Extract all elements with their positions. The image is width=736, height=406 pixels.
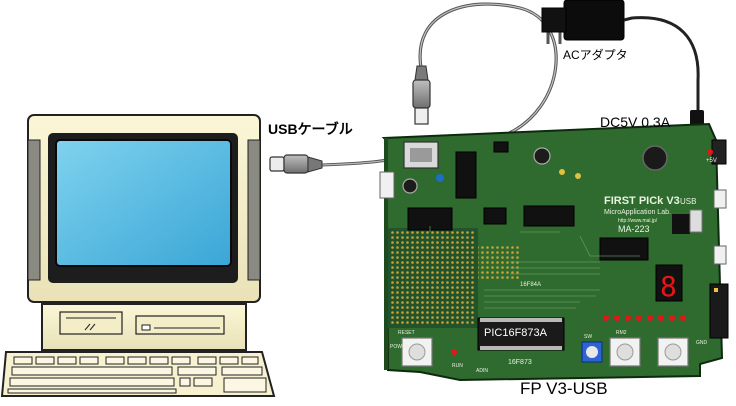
cd-drive bbox=[135, 315, 225, 335]
silk-model: MA-223 bbox=[618, 224, 650, 234]
silk-reset: RESET bbox=[398, 330, 415, 336]
silk-chip-small: 16F873 bbox=[508, 359, 532, 366]
proto-area bbox=[390, 230, 476, 326]
dip-ic-2 bbox=[523, 205, 575, 227]
silk-run: RUN bbox=[452, 363, 463, 369]
usb-cable bbox=[269, 2, 558, 174]
silk-title: FIRST PICk V3 bbox=[604, 195, 680, 207]
computer bbox=[0, 114, 276, 397]
dip-ic-3 bbox=[599, 237, 649, 261]
silk-company: MicroApplication Lab. bbox=[604, 209, 671, 216]
board-name-label: FP V3-USB bbox=[520, 379, 608, 398]
ac-adapter bbox=[541, 0, 704, 132]
usb-plug-a bbox=[269, 154, 323, 174]
usb-ic bbox=[455, 151, 477, 199]
silk-sw: SW bbox=[584, 334, 592, 340]
monitor-screen bbox=[55, 139, 232, 267]
capacitors bbox=[402, 145, 668, 194]
floppy-drive bbox=[59, 311, 123, 335]
usb-cable-label: USBケーブル bbox=[268, 121, 353, 137]
keyboard bbox=[0, 351, 276, 397]
ac-adapter-label: ACアダプタ bbox=[563, 48, 628, 62]
monitor bbox=[27, 114, 261, 317]
silk-usb: USB bbox=[680, 197, 696, 206]
silk-url: http://www.mal.jp/ bbox=[618, 218, 658, 224]
silk-5v: +5V bbox=[706, 158, 717, 164]
silk-gnd: GND bbox=[696, 340, 708, 346]
silk-power: POWER bbox=[390, 344, 409, 350]
pin-header-right bbox=[709, 283, 729, 339]
connector-left bbox=[379, 171, 395, 199]
buzzer bbox=[642, 145, 668, 171]
silk-rm2: RM2 bbox=[616, 330, 627, 336]
silk-adin: ADIN bbox=[476, 368, 488, 374]
seg-digit: 8 bbox=[660, 270, 677, 303]
led-row bbox=[603, 315, 686, 321]
dc-rating-label: DC5V 0.3A bbox=[600, 114, 671, 130]
main-chip-label: PIC16F873A bbox=[484, 327, 548, 339]
fp-v3-usb-board: FIRST PICk V3 USB MicroApplication Lab. … bbox=[379, 122, 729, 382]
usb-plug-b bbox=[412, 65, 431, 125]
system-unit bbox=[41, 303, 247, 351]
seven-segment-display bbox=[655, 264, 683, 302]
silk-chip-alt: 16F84A bbox=[520, 282, 541, 288]
